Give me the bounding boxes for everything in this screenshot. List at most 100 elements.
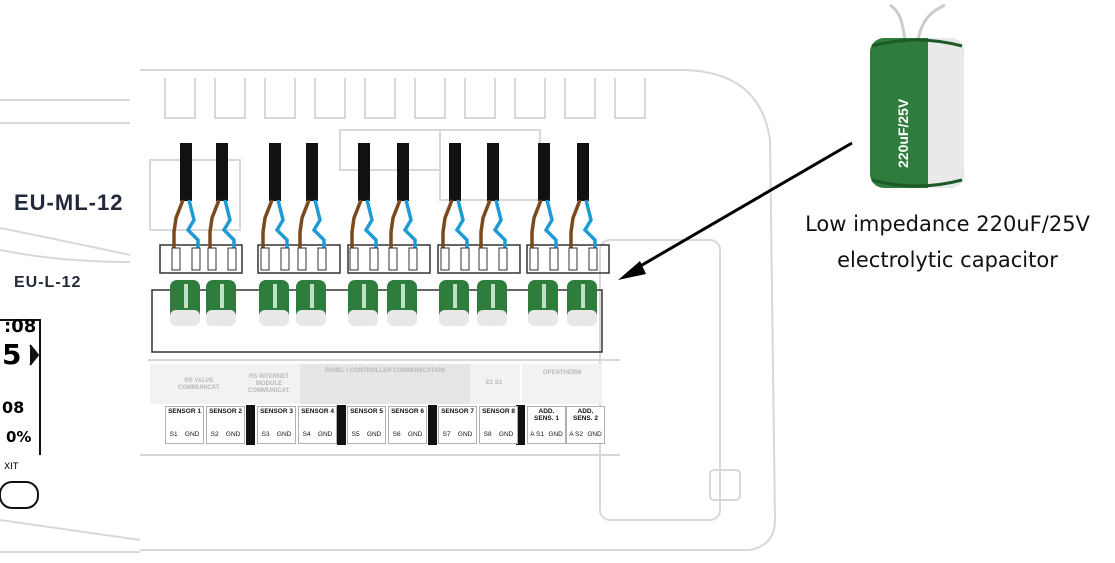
terminal-pin: S8 [483, 431, 492, 438]
sensor-terminal: SENSOR 1 S1 GND [165, 406, 204, 444]
wire-blue [274, 199, 289, 262]
terminal-screw [191, 247, 201, 271]
sensor-cable [216, 143, 228, 201]
terminal-screw [440, 247, 450, 271]
wire-blue [454, 199, 469, 262]
small-capacitor-cap [439, 310, 469, 326]
caption-line-1: Low impedance 220uF/25V [805, 212, 1090, 236]
terminal-name: ADD. SENS. 2 [573, 408, 598, 422]
terminal-screw [478, 247, 488, 271]
wire-brown [569, 199, 582, 262]
terminal-name: SENSOR 1 [168, 408, 201, 415]
sensor-cable [487, 143, 499, 201]
terminal-pin: S4 [302, 431, 311, 438]
terminal-name: SENSOR 3 [260, 408, 293, 415]
wire-blue [582, 199, 597, 262]
screen-time-fragment: :08 [4, 316, 37, 337]
wire-brown [350, 199, 363, 262]
terminal-pin: GND [276, 431, 292, 438]
terminal-name: SENSOR 5 [350, 408, 383, 415]
terminal-pin: GND [184, 431, 200, 438]
section-label-rs-internet: RS INTERNET MODULE COMMUNICAT. [247, 374, 291, 394]
terminal-pin: S5 [351, 431, 360, 438]
model-label-secondary: EU-L-12 [14, 274, 82, 291]
wire-blue [185, 199, 200, 262]
screen-percent-fragment: 0% [6, 428, 32, 446]
terminal-screw [460, 247, 470, 271]
sensor-cable [358, 143, 370, 201]
small-capacitor-marking [453, 284, 457, 308]
terminal-pin: GND [366, 431, 382, 438]
small-capacitor-cap [528, 310, 558, 326]
sensor-cable [538, 143, 550, 201]
wire-brown [298, 199, 311, 262]
section-label-e1: E1 S1 [485, 380, 503, 386]
terminal-screw [549, 247, 559, 271]
section-label-panel: PANEL / CONTROLLER COMMUNICATION [325, 368, 445, 374]
terminal-pin: A S2 [569, 431, 583, 438]
terminal-screw [388, 247, 398, 271]
sensor-cable [577, 143, 589, 201]
terminal-pin: S2 [210, 431, 219, 438]
small-capacitor-cap [477, 310, 507, 326]
terminal-screw [207, 247, 217, 271]
terminal-screw [369, 247, 379, 271]
terminal-screw [568, 247, 578, 271]
terminal-screw [280, 247, 290, 271]
terminal-name: SENSOR 2 [209, 408, 242, 415]
terminal-pin: GND [457, 431, 473, 438]
wire-blue [543, 199, 558, 262]
wire-brown [261, 199, 274, 262]
terminal-name: ADD. SENS. 1 [534, 408, 559, 422]
terminal-screw [171, 247, 181, 271]
terminal-pin: GND [498, 431, 514, 438]
terminal-pins: S2 GND [207, 431, 244, 438]
terminal-pin: S1 [169, 431, 178, 438]
terminal-pin: GND [548, 431, 563, 438]
small-capacitor-cap [170, 310, 200, 326]
terminal-pins: S5 GND [348, 431, 385, 438]
small-capacitor-marking [581, 284, 585, 308]
terminal-screw [349, 247, 359, 271]
wire-brown [389, 199, 402, 262]
sensor-cable [449, 143, 461, 201]
terminal-screw [588, 247, 598, 271]
wire-brown [530, 199, 543, 262]
small-capacitor-marking [362, 284, 366, 308]
small-capacitor-cap [206, 310, 236, 326]
small-capacitor-cap [567, 310, 597, 326]
capacitor-caption: Low impedance 220uF/25V electrolytic cap… [780, 206, 1115, 278]
small-capacitor-marking [491, 284, 495, 308]
small-capacitor-marking [184, 284, 188, 308]
sensor-terminal: SENSOR 5 S5 GND [347, 406, 386, 444]
terminal-pin: GND [225, 431, 241, 438]
terminal-pin: A S1 [530, 431, 544, 438]
model-label-primary: EU-ML-12 [14, 190, 124, 215]
wire-blue [402, 199, 417, 262]
terminal-name: SENSOR 8 [482, 408, 515, 415]
terminal-pins: S1 GND [166, 431, 203, 438]
capacitor-marking: 220uF/25V [895, 98, 911, 168]
small-capacitor-marking [220, 284, 224, 308]
terminal-pin: S7 [442, 431, 451, 438]
terminal-pin: GND [407, 431, 423, 438]
wire-brown [441, 199, 454, 262]
wire-blue [492, 199, 507, 262]
wire-blue [311, 199, 326, 262]
terminal-screw [260, 247, 270, 271]
terminal-pins: A S1 GND [528, 431, 565, 438]
small-capacitor-cap [296, 310, 326, 326]
sensor-cable [180, 143, 192, 201]
sensor-cable [306, 143, 318, 201]
